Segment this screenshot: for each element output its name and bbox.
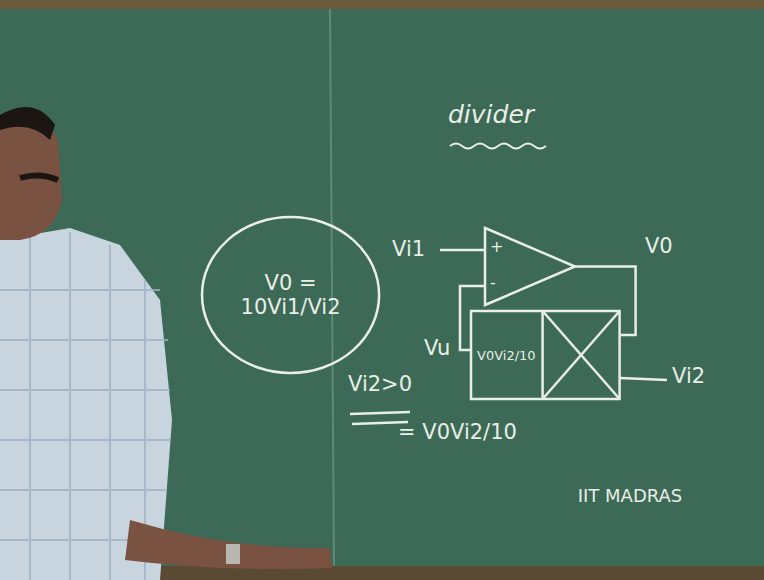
signal-name: V0 bbox=[645, 234, 673, 258]
multiplier-outline bbox=[471, 311, 620, 399]
double-underline bbox=[350, 412, 410, 414]
equation-note: = V0Vi2/10 bbox=[398, 420, 517, 444]
input-wire bbox=[440, 249, 485, 252]
node-text: V0Vi2/10 bbox=[477, 348, 536, 363]
watermark: IIT MADRAS bbox=[575, 486, 685, 506]
signal-name: Vi1 bbox=[392, 237, 425, 261]
node-text: V0 = 10Vi1/Vi2 bbox=[232, 271, 350, 319]
circle-outline bbox=[202, 217, 379, 373]
equation-circle: V0 = 10Vi1/Vi2 bbox=[200, 215, 381, 375]
wavy-underline bbox=[450, 144, 546, 149]
condition-note: Vi2>0 bbox=[348, 372, 412, 396]
board-frame bbox=[0, 0, 764, 9]
multiplier-cross bbox=[543, 311, 620, 399]
signal-wire bbox=[460, 286, 485, 350]
input-wire bbox=[620, 378, 667, 380]
signal-wire bbox=[575, 267, 636, 336]
signal-name: Vu bbox=[424, 336, 450, 360]
input-sign: - bbox=[490, 274, 496, 292]
opamp-outline bbox=[485, 228, 575, 305]
input-sign: + bbox=[490, 238, 503, 256]
multiplier-block: V0Vi2/10 bbox=[470, 310, 621, 400]
board-seam bbox=[330, 9, 334, 566]
lecturer bbox=[0, 107, 332, 580]
title-text: divider bbox=[448, 100, 534, 129]
multiplier-divider bbox=[541, 311, 544, 399]
opamp-triangle: +- bbox=[485, 228, 575, 305]
signal-name: Vi2 bbox=[672, 364, 705, 388]
multiplier-cross bbox=[543, 311, 620, 399]
